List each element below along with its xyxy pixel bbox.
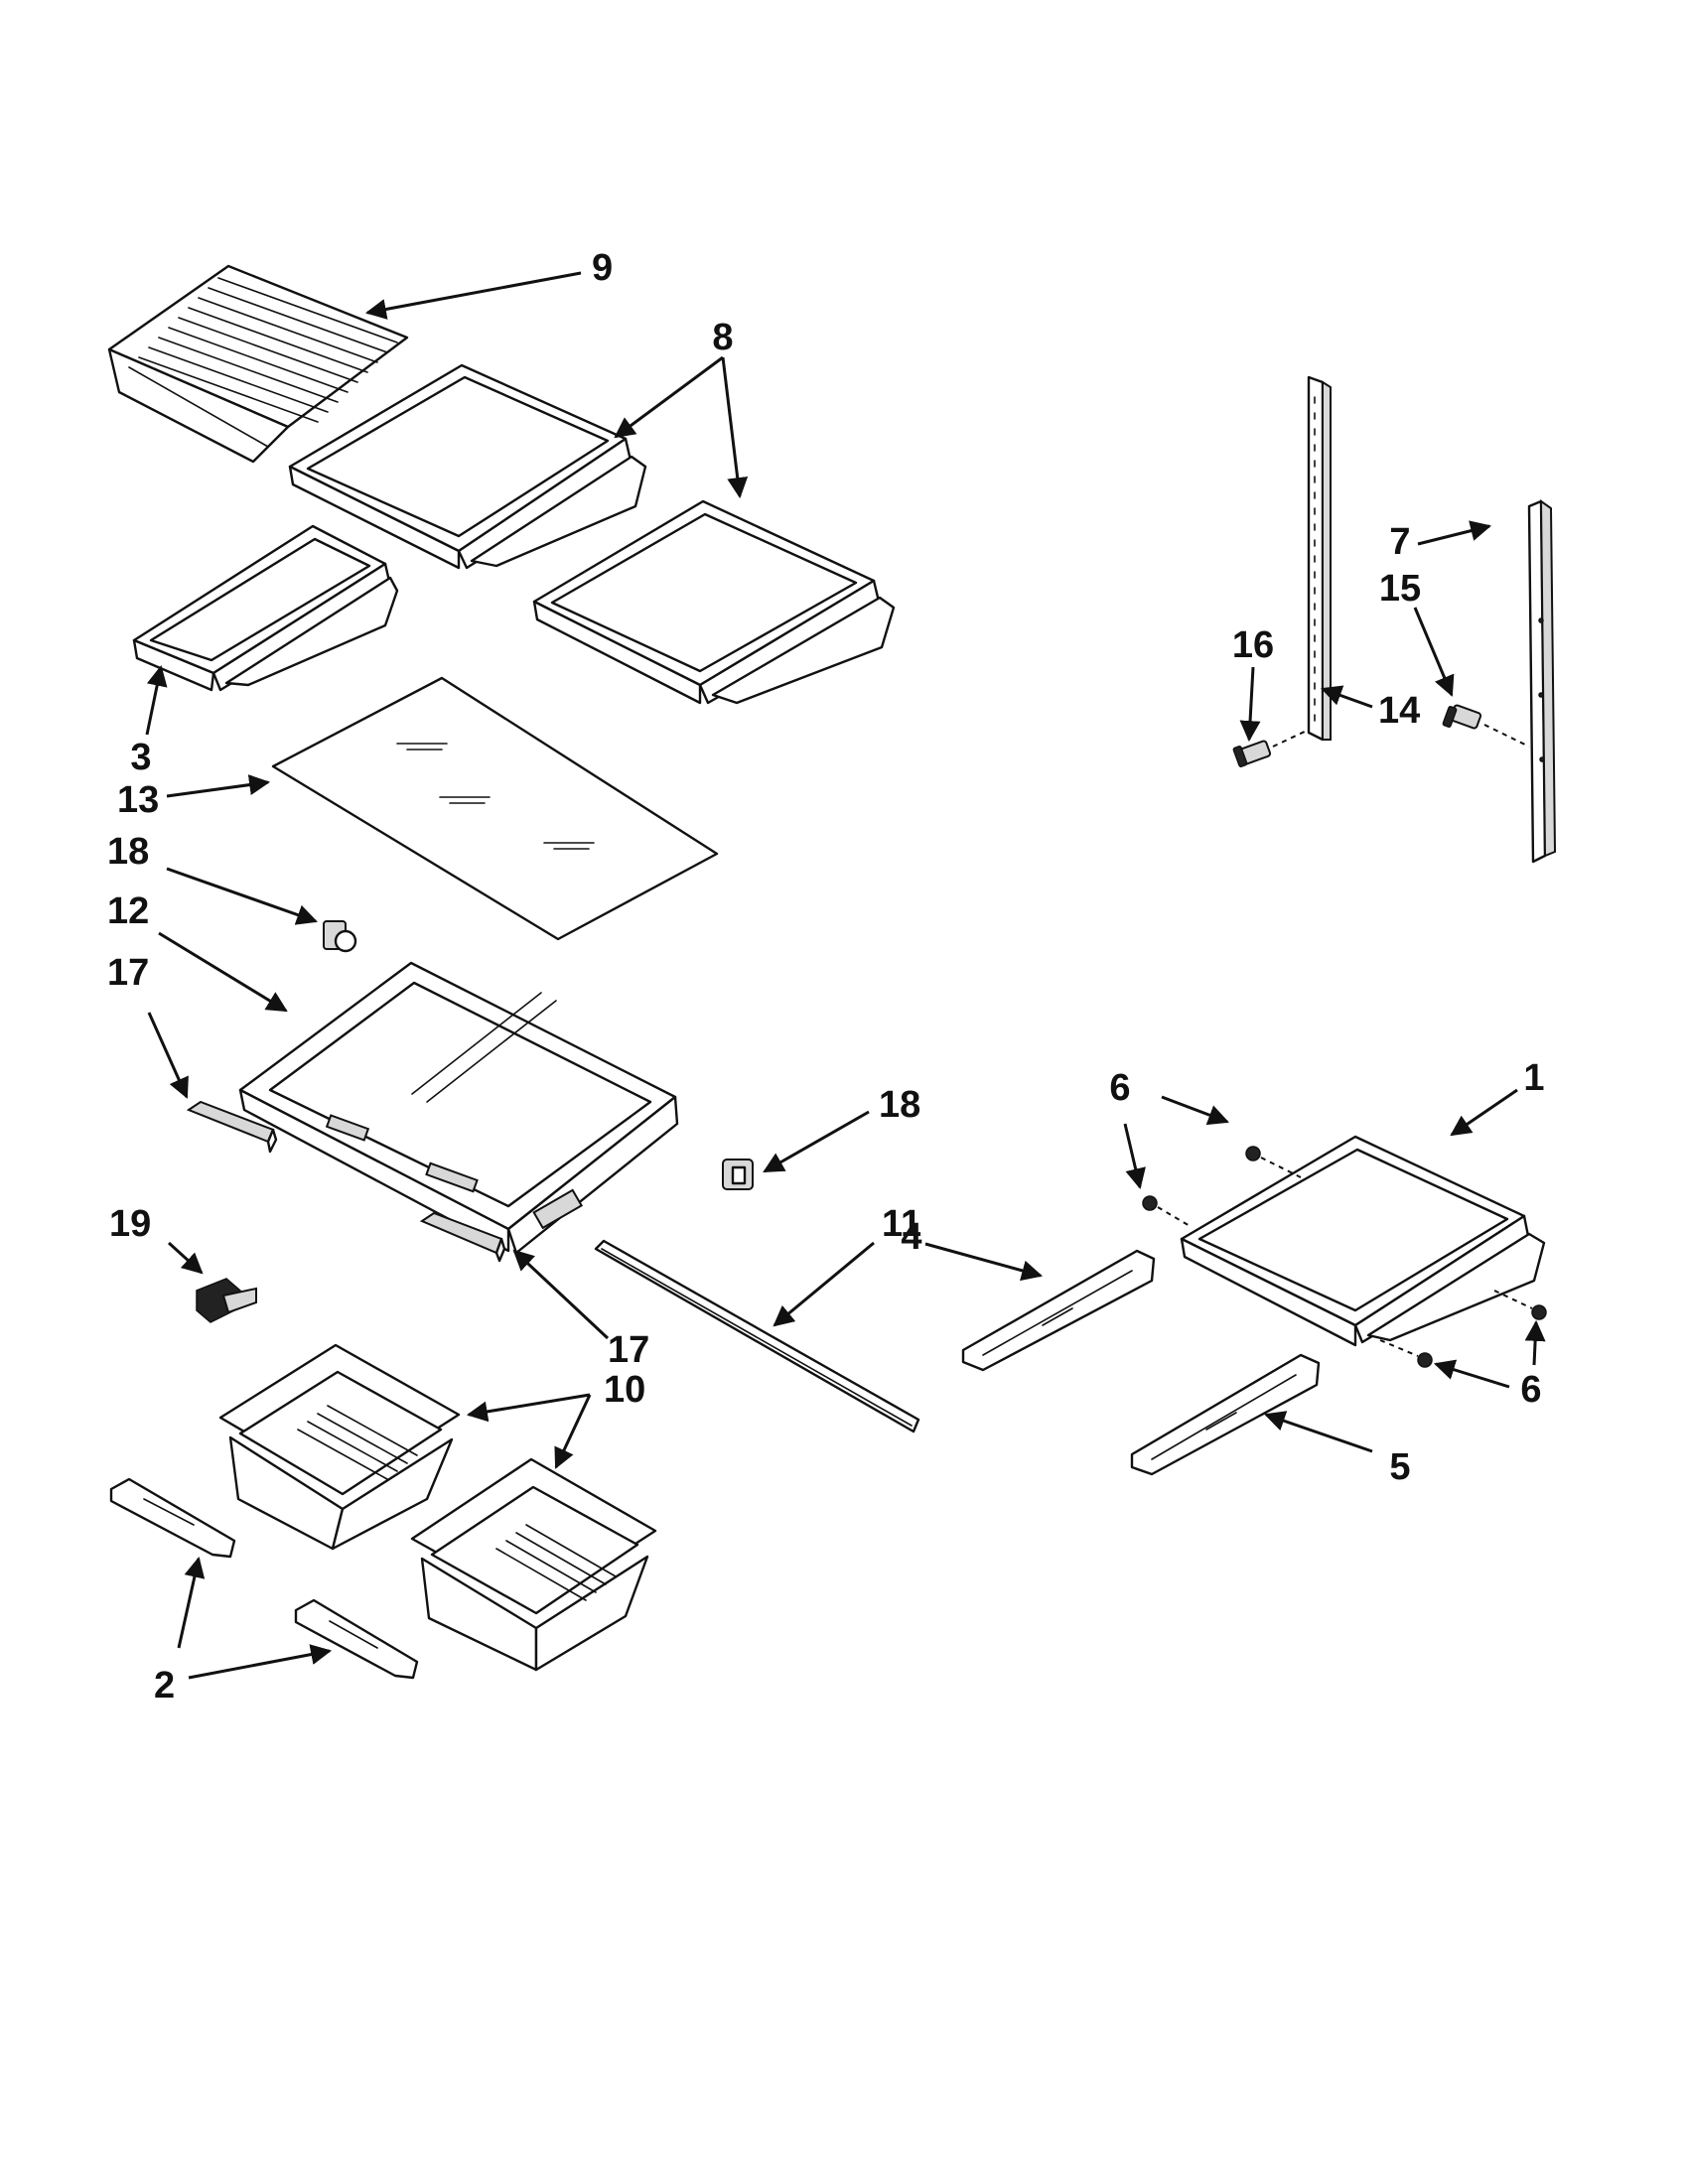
callout-16: 16 bbox=[1232, 624, 1274, 666]
part-15-screw bbox=[1442, 704, 1530, 748]
part-6-screw-bottom bbox=[1379, 1339, 1433, 1368]
part-6-screw-left bbox=[1142, 1195, 1193, 1228]
callout-18: 18 bbox=[107, 831, 149, 873]
part-6-screw-right bbox=[1493, 1290, 1547, 1320]
callout-1: 1 bbox=[1523, 1057, 1544, 1099]
part-18-clip-right bbox=[722, 1159, 754, 1190]
callout-13: 13 bbox=[117, 779, 159, 821]
callout-6: 6 bbox=[1109, 1067, 1130, 1109]
callout-12: 12 bbox=[107, 890, 149, 932]
callout-2: 2 bbox=[154, 1665, 175, 1706]
part-2-handle-lower bbox=[294, 1598, 419, 1680]
callout-labels: 9 8 3 13 18 12 17 19 10 2 11 17 18 7 15 … bbox=[107, 247, 1545, 1706]
part-8-shelf-upper-left bbox=[288, 363, 647, 570]
callout-14: 14 bbox=[1378, 690, 1420, 732]
callout-18: 18 bbox=[879, 1084, 920, 1126]
part-7-vertical-rail bbox=[1527, 499, 1557, 864]
part-10-crisper-drawer-left bbox=[218, 1343, 461, 1551]
part-17-rail-lower bbox=[419, 1211, 506, 1263]
callout-10: 10 bbox=[604, 1369, 645, 1411]
callout-5: 5 bbox=[1389, 1446, 1410, 1488]
part-16-screw bbox=[1232, 729, 1310, 767]
part-19-bracket bbox=[196, 1278, 257, 1323]
callout-4: 4 bbox=[901, 1216, 921, 1258]
callout-17: 17 bbox=[107, 952, 149, 994]
part-18-clip-upper bbox=[323, 920, 357, 953]
callout-17: 17 bbox=[608, 1329, 649, 1371]
callout-9: 9 bbox=[592, 247, 613, 289]
part-1-shelf bbox=[1180, 1135, 1546, 1347]
part-3-narrow-shelf bbox=[132, 524, 399, 692]
part-8-shelf-upper-right bbox=[532, 499, 896, 705]
part-4-shelf-slide bbox=[961, 1249, 1156, 1372]
callout-7: 7 bbox=[1389, 521, 1410, 563]
part-14-vertical-rail bbox=[1307, 375, 1332, 742]
callout-19: 19 bbox=[109, 1203, 151, 1245]
callout-6: 6 bbox=[1520, 1369, 1541, 1411]
part-9-wire-basket bbox=[107, 264, 409, 464]
callout-11: 11 bbox=[882, 1203, 921, 1245]
part-2-handle-upper bbox=[109, 1477, 236, 1559]
callout-3: 3 bbox=[130, 737, 151, 778]
part-5-shelf-slide bbox=[1130, 1353, 1321, 1476]
part-17-rail-upper bbox=[186, 1100, 278, 1154]
callout-8: 8 bbox=[712, 317, 733, 358]
callout-15: 15 bbox=[1379, 568, 1421, 610]
part-13-glass-shelf bbox=[271, 676, 719, 941]
part-6-screw-top bbox=[1245, 1146, 1302, 1178]
part-10-crisper-drawer-right bbox=[410, 1457, 657, 1672]
part-11-trim-strip bbox=[594, 1239, 920, 1433]
leader-lines bbox=[145, 271, 1546, 1680]
part-12-crisper-cover bbox=[238, 961, 679, 1255]
